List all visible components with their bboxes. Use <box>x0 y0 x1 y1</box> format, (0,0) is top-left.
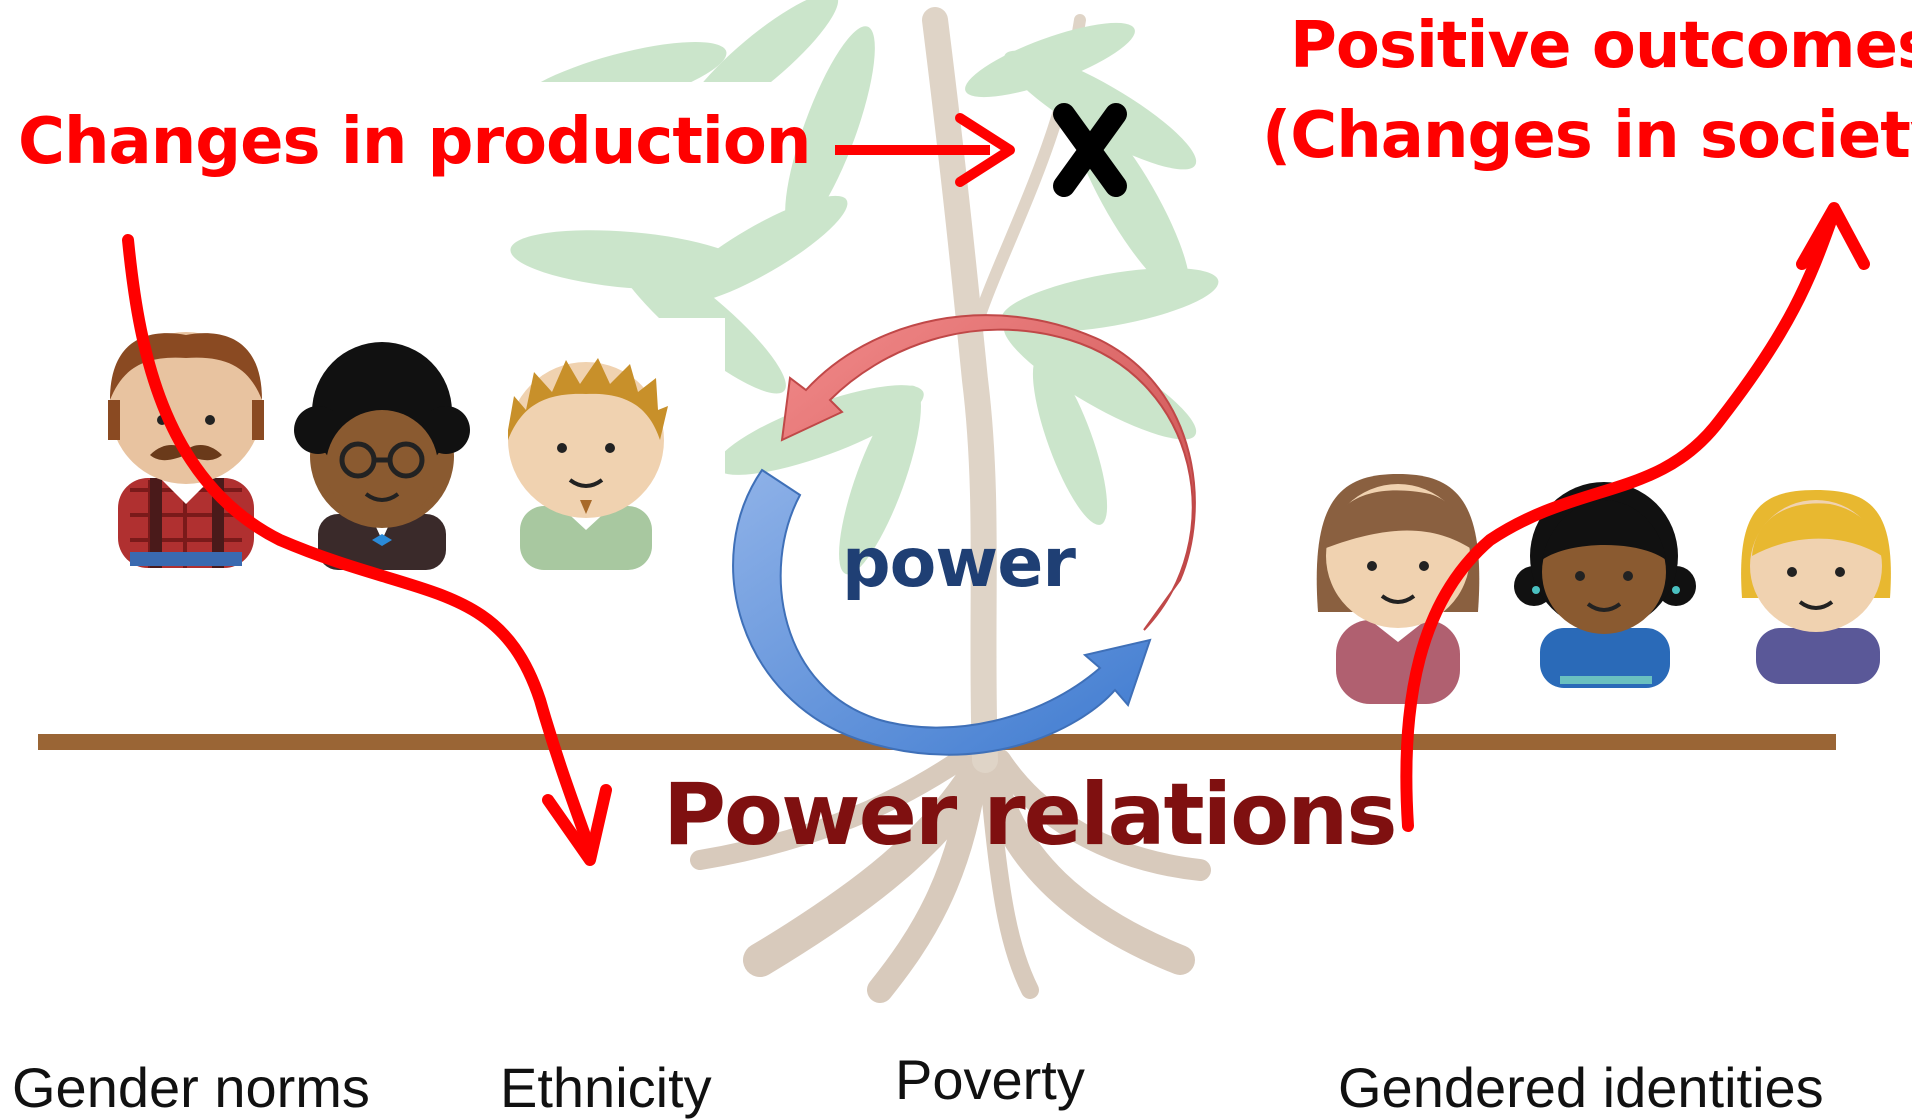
man-blond-icon <box>508 358 668 570</box>
power-relations-label: Power relations <box>663 765 1398 865</box>
woman-blonde-icon <box>1741 490 1891 684</box>
label-backdrop <box>0 82 780 194</box>
x-mark-icon <box>1053 103 1127 197</box>
factor-ethnicity: Ethnicity <box>500 1056 712 1119</box>
plant-roots <box>690 743 1211 1003</box>
power-label: power <box>842 524 1076 603</box>
changes-in-production-label: Changes in production <box>18 105 811 179</box>
factor-gender-norms: Gender norms <box>12 1056 370 1119</box>
positive-outcomes-label: Positive outcomes <box>1290 9 1912 83</box>
woman-dark-hair-icon <box>1514 482 1696 688</box>
factor-poverty: Poverty <box>895 1048 1085 1111</box>
power-cycle-arrows-icon <box>732 314 1196 756</box>
woman-brown-hair-icon <box>1316 474 1480 704</box>
man-glasses-icon <box>294 342 470 570</box>
plant-stem <box>922 7 1086 773</box>
upward-flow-arrow <box>1400 202 1870 832</box>
factor-gendered-identities: Gendered identities <box>1338 1056 1824 1119</box>
blocked-arrow <box>835 113 1015 187</box>
downward-flow-arrow <box>122 234 612 866</box>
cycle-arrow-red <box>780 314 1196 631</box>
changes-in-society-label: (Changes in society) <box>1262 99 1912 173</box>
cycle-arrow-blue <box>732 468 1152 756</box>
